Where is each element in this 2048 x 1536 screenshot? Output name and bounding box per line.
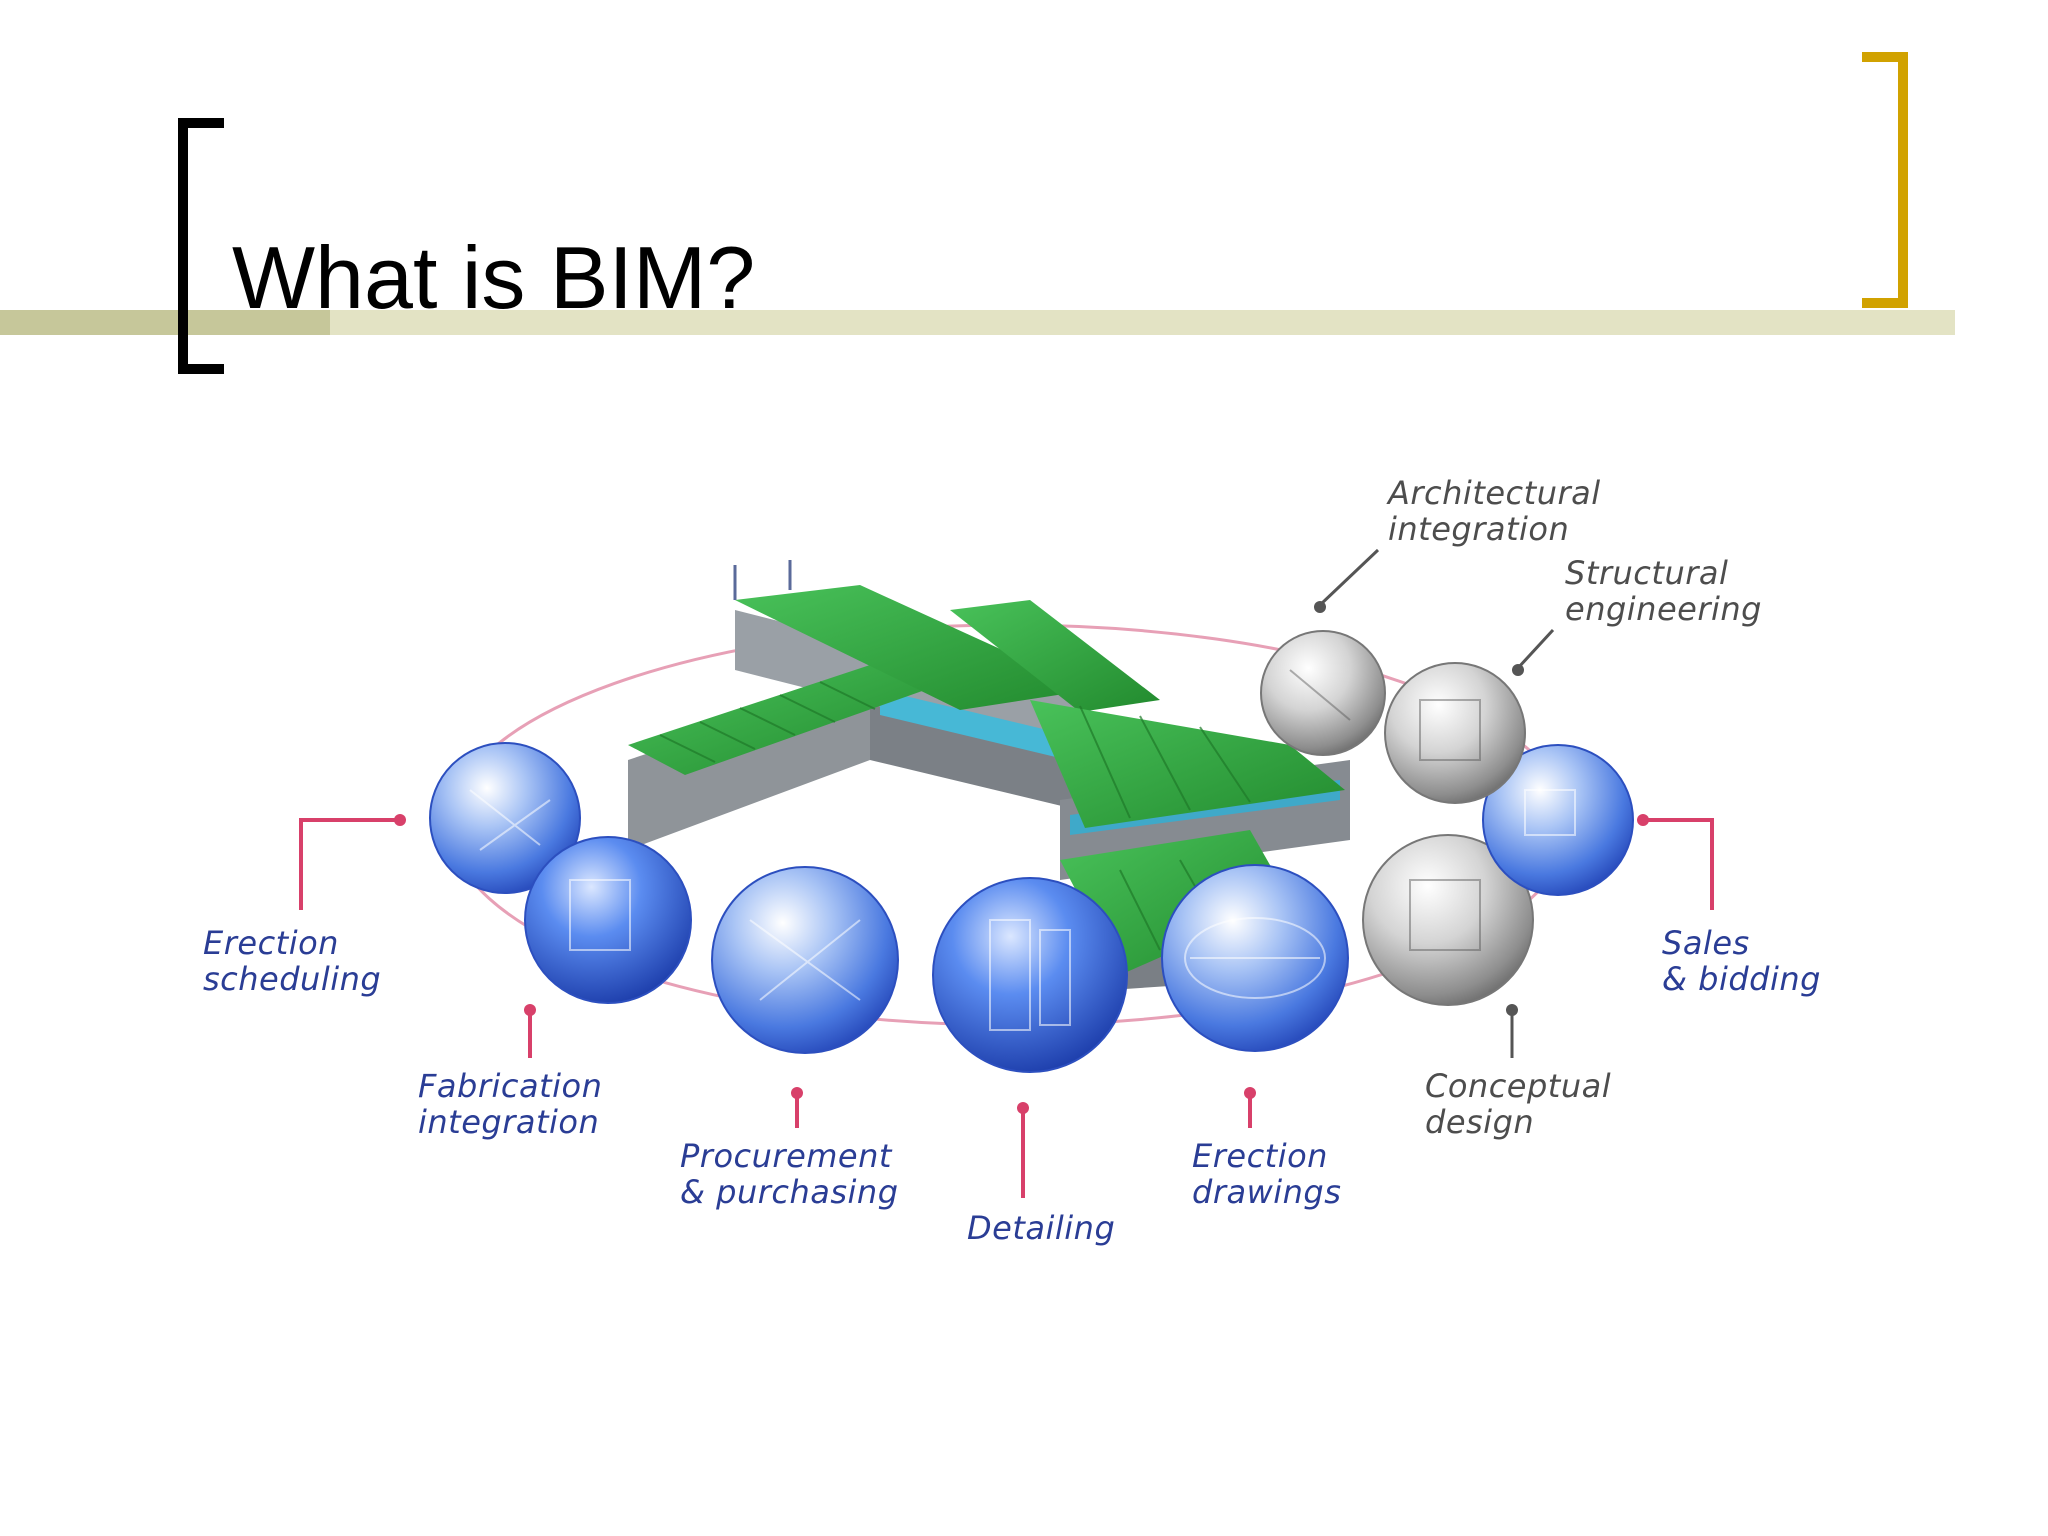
label-sales-bidding: Sales & bidding	[1662, 925, 1821, 997]
label-erection-drawings: Erection drawings	[1192, 1138, 1341, 1210]
label-line: scheduling	[203, 960, 382, 998]
architectural-integration-sphere	[1260, 630, 1386, 756]
label-line: Sales	[1662, 924, 1750, 962]
label-line: Architectural	[1388, 474, 1601, 512]
label-line: & purchasing	[680, 1173, 899, 1211]
label-detailing: Detailing	[967, 1210, 1115, 1246]
label-line: drawings	[1192, 1173, 1342, 1211]
title-underline-light	[330, 310, 1955, 335]
label-line: Fabrication	[418, 1067, 603, 1105]
label-line: Detailing	[967, 1209, 1116, 1247]
right-bracket-decoration	[1862, 52, 1908, 308]
label-line: design	[1425, 1103, 1535, 1141]
sales-bidding-sphere	[1482, 744, 1634, 896]
label-line: Structural	[1565, 554, 1729, 592]
label-line: Procurement	[680, 1137, 892, 1175]
label-erection-scheduling: Erection scheduling	[203, 925, 381, 997]
left-bracket-decoration	[178, 118, 224, 374]
label-line: Conceptual	[1425, 1067, 1612, 1105]
label-structural-engineering: Structural engineering	[1565, 555, 1762, 627]
label-procurement-purchasing: Procurement & purchasing	[680, 1138, 899, 1210]
slide-title: What is BIM?	[232, 228, 756, 327]
label-architectural-integration: Architectural integration	[1388, 475, 1601, 547]
connectors-grey	[1318, 548, 1555, 1058]
label-line: engineering	[1565, 590, 1762, 628]
label-conceptual-design: Conceptual design	[1425, 1068, 1611, 1140]
label-line: & bidding	[1662, 960, 1821, 998]
label-line: integration	[1388, 510, 1570, 548]
fabrication-integration-sphere	[524, 836, 692, 1004]
connectors-pink	[299, 818, 1714, 1198]
structural-engineering-sphere	[1384, 662, 1526, 804]
title-underline-dark	[0, 310, 330, 335]
label-fabrication-integration: Fabrication integration	[418, 1068, 602, 1140]
label-line: Erection	[203, 924, 339, 962]
label-line: integration	[418, 1103, 600, 1141]
label-line: Erection	[1192, 1137, 1328, 1175]
conceptual-design-sphere	[1362, 834, 1534, 1006]
